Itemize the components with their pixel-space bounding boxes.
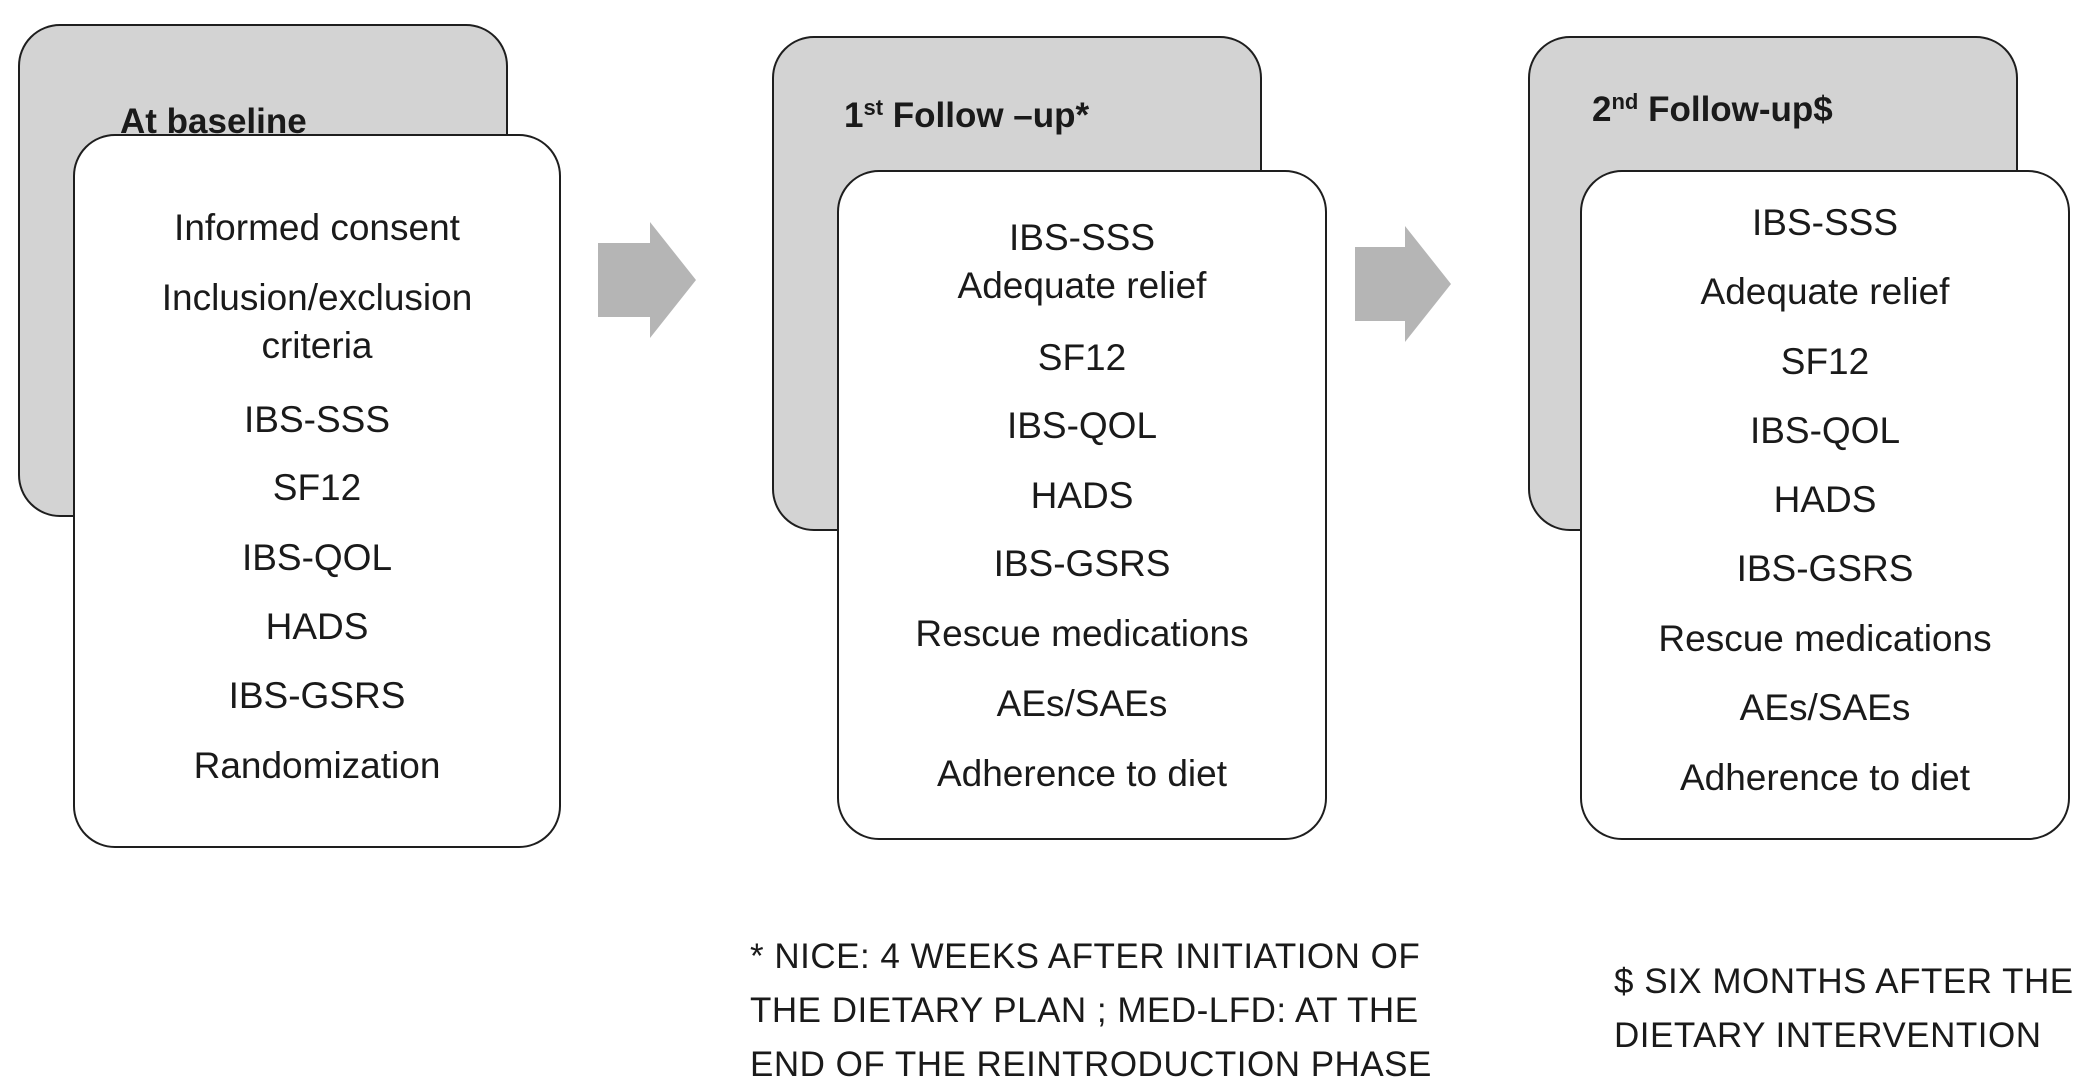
first-followup-item: IBS-SSS <box>1009 217 1155 258</box>
first-followup-item: IBS-QOL <box>1006 405 1158 446</box>
first-followup-item: AEs/SAEs <box>996 683 1168 724</box>
baseline-item: IBS-GSRS <box>228 675 406 716</box>
second-followup-item: Adequate relief <box>1700 271 1950 312</box>
first-followup-title-sup: st <box>863 95 884 120</box>
second-followup-title-text: Follow-up$ <box>1638 90 1833 129</box>
baseline-item: SF12 <box>272 467 362 508</box>
arrow-right-icon <box>598 222 696 338</box>
first-followup-item: Rescue medications <box>915 613 1249 654</box>
first-followup-title: 1st Follow –up* <box>844 96 1089 136</box>
second-followup-item: Rescue medications <box>1658 618 1992 659</box>
footnote-line: END OF THE REINTRODUCTION PHASE <box>750 1045 1432 1084</box>
baseline-item: HADS <box>265 606 369 647</box>
second-followup-item: SF12 <box>1780 341 1870 382</box>
footnote-line: DIETARY INTERVENTION <box>1614 1016 2042 1055</box>
second-followup-title: 2nd Follow-up$ <box>1592 90 1833 130</box>
second-followup-item: IBS-SSS <box>1752 202 1898 243</box>
second-followup-item: HADS <box>1773 479 1877 520</box>
baseline-item: Inclusion/exclusion criteria <box>161 277 473 366</box>
footnote-line: * NICE: 4 WEEKS AFTER INITIATION OF <box>750 937 1421 976</box>
second-followup-item: IBS-GSRS <box>1736 548 1914 589</box>
baseline-item: IBS-SSS <box>244 399 390 440</box>
second-followup-front-card: IBS-SSS Adequate relief SF12 IBS-QOL HAD… <box>1580 170 2070 840</box>
first-followup-footnote: * NICE: 4 WEEKS AFTER INITIATION OF THE … <box>750 930 1432 1092</box>
first-followup-front-card: IBS-SSS Adequate relief SF12 IBS-QOL HAD… <box>837 170 1327 840</box>
arrow-right-icon <box>1355 226 1451 342</box>
second-followup-item: Adherence to diet <box>1679 757 1971 798</box>
baseline-item: IBS-QOL <box>241 537 393 578</box>
second-followup-item: AEs/SAEs <box>1739 687 1911 728</box>
first-followup-item: IBS-GSRS <box>993 543 1171 584</box>
baseline-item: Randomization <box>193 745 441 786</box>
footnote-line: THE DIETARY PLAN ; MED-LFD: AT THE <box>750 991 1419 1030</box>
second-followup-footnote: $ SIX MONTHS AFTER THE DIETARY INTERVENT… <box>1614 955 2074 1063</box>
baseline-front-card: Informed consent Inclusion/exclusion cri… <box>73 134 561 848</box>
footnote-line: $ SIX MONTHS AFTER THE <box>1614 962 2074 1001</box>
first-followup-title-number: 1 <box>844 96 864 135</box>
first-followup-item: Adherence to diet <box>936 753 1228 794</box>
first-followup-title-text: Follow –up* <box>883 96 1090 135</box>
second-followup-item: IBS-QOL <box>1749 410 1901 451</box>
first-followup-item: SF12 <box>1037 337 1127 378</box>
second-followup-title-sup: nd <box>1611 89 1639 114</box>
first-followup-item: HADS <box>1030 475 1134 516</box>
baseline-item: Informed consent <box>174 207 460 248</box>
second-followup-title-number: 2 <box>1592 90 1612 129</box>
first-followup-item: Adequate relief <box>957 265 1207 306</box>
